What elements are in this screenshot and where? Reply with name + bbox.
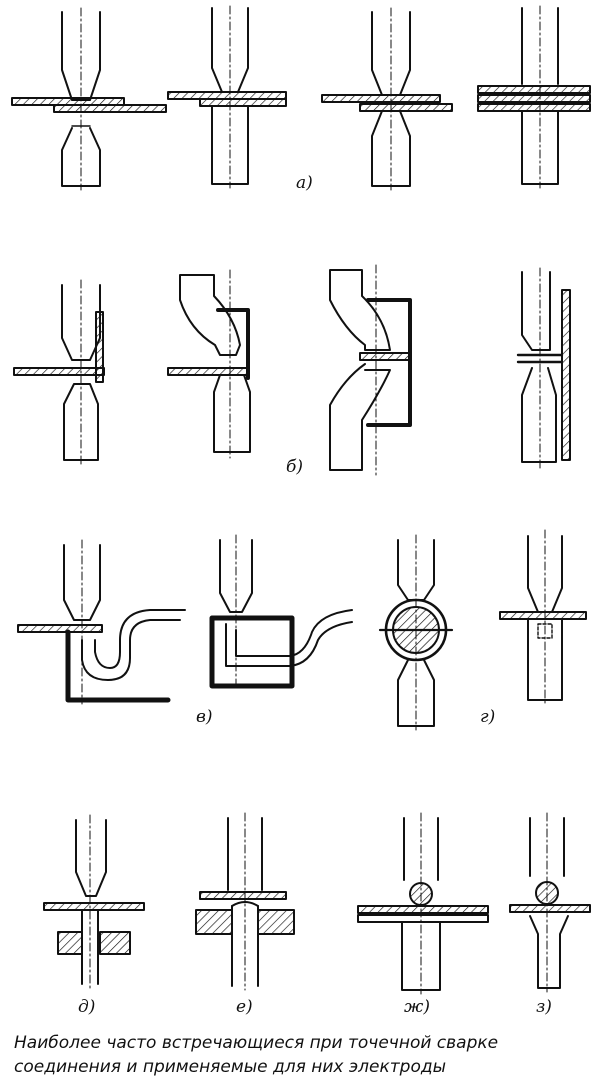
joint-a3 — [321, 7, 453, 191]
joint-d — [43, 814, 145, 989]
joint-b3 — [329, 264, 412, 476]
label-d: д) — [78, 997, 95, 1017]
joint-a2 — [167, 5, 287, 189]
label-a: а) — [296, 173, 313, 193]
joint-a1 — [11, 7, 167, 191]
joint-g1 — [378, 534, 454, 731]
joint-b4 — [516, 267, 571, 469]
caption-line-2: соединения и применяемые для них электро… — [14, 1057, 446, 1077]
label-b: б) — [286, 457, 303, 477]
label-v: в) — [196, 707, 213, 727]
joint-v1 — [17, 539, 186, 705]
joint-g2 — [499, 529, 587, 706]
joint-z — [509, 812, 591, 993]
joint-a4 — [477, 5, 591, 189]
caption-line-1: Наиболее часто встречающиеся при точечно… — [14, 1033, 498, 1053]
label-z: з) — [536, 997, 552, 1017]
joint-b1 — [13, 279, 105, 466]
joint-v2 — [209, 534, 353, 691]
joint-zh — [357, 812, 489, 995]
label-e: е) — [236, 997, 253, 1017]
joint-e — [195, 812, 295, 991]
joint-b2 — [167, 269, 251, 459]
label-g: г) — [480, 707, 495, 727]
label-zh: ж) — [404, 997, 430, 1017]
